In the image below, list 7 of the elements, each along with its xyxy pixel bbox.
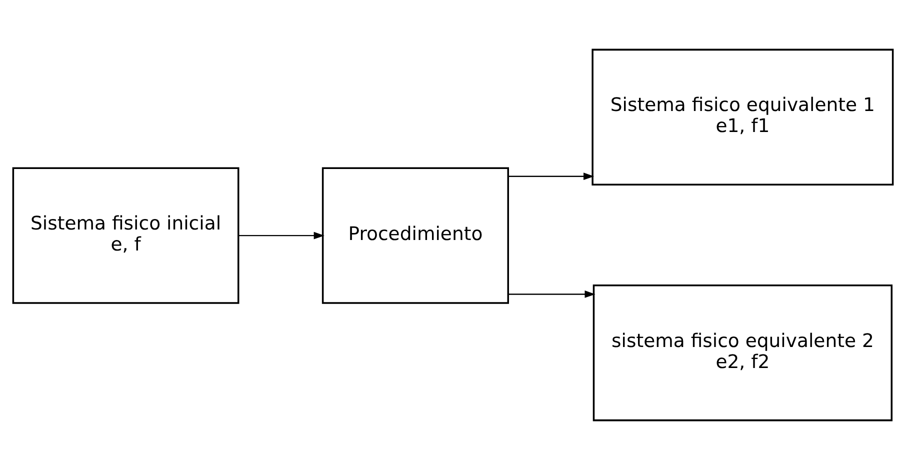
node-box: sistema fisico equivalente 2 e2, f2 — [592, 284, 893, 421]
node-box: Sistema fisico equivalente 1 e1, f1 — [592, 48, 894, 185]
arrow — [238, 231, 324, 239]
arrow — [508, 172, 594, 180]
arrow — [508, 290, 596, 298]
node-box: Sistema fisico inicial e, f — [12, 166, 240, 304]
node-box: Procedimiento — [322, 166, 509, 304]
